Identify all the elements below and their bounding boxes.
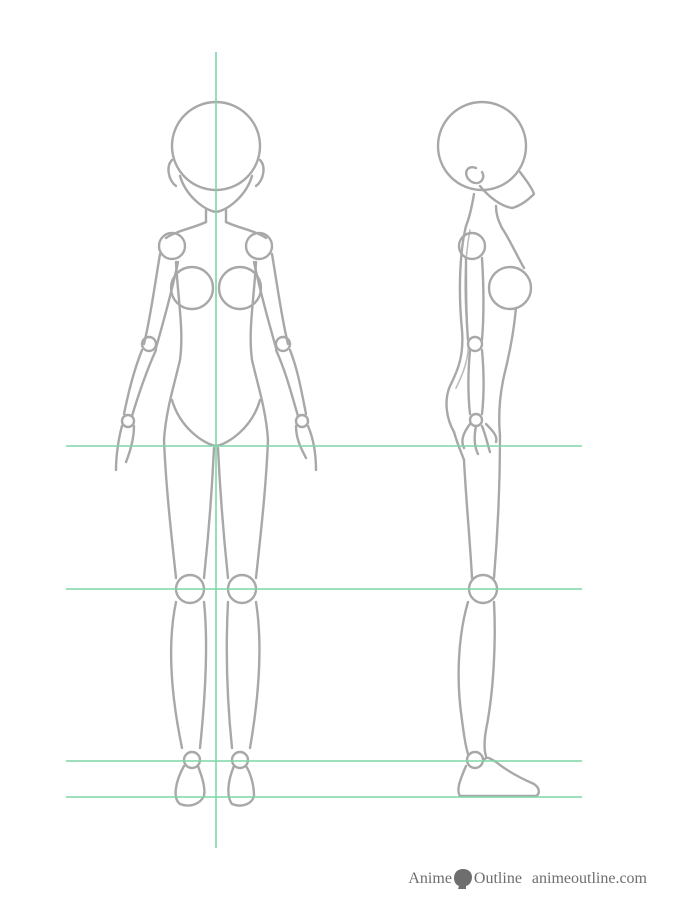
front-thigh-right (216, 438, 270, 580)
front-hand-right (294, 424, 318, 472)
side-wrist (468, 412, 484, 428)
head-silhouette-icon (453, 869, 472, 889)
front-forearm-left (122, 348, 158, 418)
front-arm-left-upper-inner (154, 260, 180, 350)
site-url: animeoutline.com (531, 870, 647, 887)
side-hip (452, 430, 466, 462)
proportion-guides (66, 52, 582, 848)
side-front-torso (498, 226, 526, 438)
front-arm-left-upper (142, 252, 162, 346)
front-forearm-right (274, 348, 308, 418)
front-torso-right (249, 260, 270, 442)
front-hand-left (114, 424, 136, 472)
side-arm-upper (464, 256, 485, 342)
front-shoulders (164, 220, 268, 240)
logo-text-right: Outline (473, 870, 522, 887)
logo-text-left: Anime (408, 870, 452, 887)
side-ankle (465, 750, 485, 770)
front-calf-left (170, 600, 208, 750)
front-elbow-right (274, 335, 292, 353)
side-elbow (466, 335, 484, 353)
side-hand (461, 422, 498, 456)
front-torso-left (162, 260, 183, 442)
front-hair-right (254, 158, 265, 188)
front-ankle-left (182, 750, 202, 770)
front-thigh-left (162, 438, 216, 580)
front-wrist-right (294, 413, 310, 429)
side-neck (464, 192, 504, 230)
front-elbow-left (140, 335, 158, 353)
front-shoulder-left (157, 231, 187, 261)
anime-outline-logo: Anime Outline (408, 868, 522, 890)
front-neck (204, 208, 228, 224)
side-leg-front (483, 434, 502, 758)
side-jaw (478, 184, 514, 210)
side-shoulder (457, 231, 487, 261)
watermark-footer: Anime Outline animeoutline.com (408, 868, 647, 890)
side-leg-back (457, 458, 474, 756)
side-face-profile (510, 170, 536, 210)
front-view-figure (114, 100, 318, 807)
front-foot-left (174, 764, 206, 807)
front-calf-right (225, 600, 261, 750)
side-head-circle (436, 100, 528, 192)
front-hair-left (167, 158, 178, 188)
side-chest (487, 265, 533, 311)
side-forearm (467, 348, 485, 416)
front-arm-right-upper-inner (252, 260, 278, 350)
side-ear (465, 166, 485, 185)
front-ankle-right (230, 750, 250, 770)
front-foot-right (227, 764, 256, 807)
front-arm-right-upper (270, 252, 290, 346)
side-back (445, 224, 468, 434)
front-wrist-left (120, 413, 136, 429)
front-shoulder-right (244, 231, 274, 261)
side-foot (457, 756, 540, 798)
side-view-figure (436, 100, 540, 798)
